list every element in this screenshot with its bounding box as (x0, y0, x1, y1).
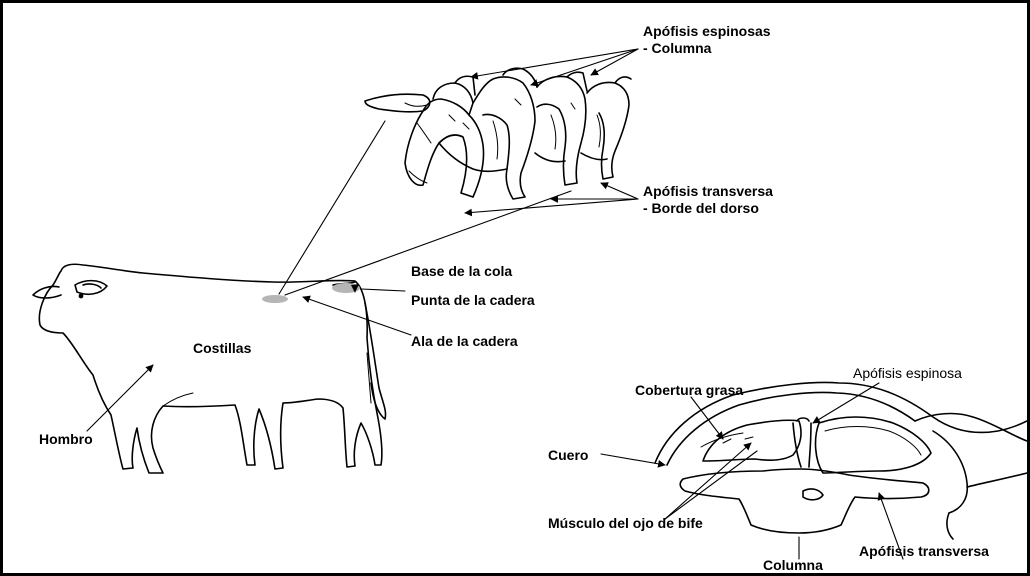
vertebrae-drawing (365, 68, 631, 199)
label-spinous-column: Apófisis espinosas - Columna (643, 23, 771, 57)
anatomy-illustration (3, 3, 1027, 573)
zoom-line-left (279, 121, 385, 294)
label-fat-cover: Cobertura grasa (635, 382, 743, 399)
label-spinous-process: Apófisis espinosa (853, 365, 962, 382)
label-shoulder: Hombro (39, 431, 93, 448)
label-tail-base: Base de la cola (411, 263, 512, 280)
label-hip-wing: Ala de la cadera (411, 333, 518, 350)
label-transverse-back: Apófisis transversa - Borde del dorso (643, 183, 773, 217)
label-hip-point: Punta de la cadera (411, 292, 535, 309)
label-ribeye-muscle: Músculo del ojo de bife (548, 515, 703, 532)
label-spinous-column-line1: Apófisis espinosas (643, 23, 771, 40)
label-transverse-process: Apófisis transversa (859, 543, 989, 560)
label-ribs: Costillas (193, 340, 251, 357)
hip-wing-highlight (262, 295, 288, 303)
label-spinous-column-line2: - Columna (643, 40, 771, 57)
label-transverse-back-line2: - Borde del dorso (643, 200, 773, 217)
label-hide: Cuero (548, 447, 588, 464)
label-transverse-back-line1: Apófisis transversa (643, 183, 773, 200)
label-column: Columna (763, 557, 823, 574)
